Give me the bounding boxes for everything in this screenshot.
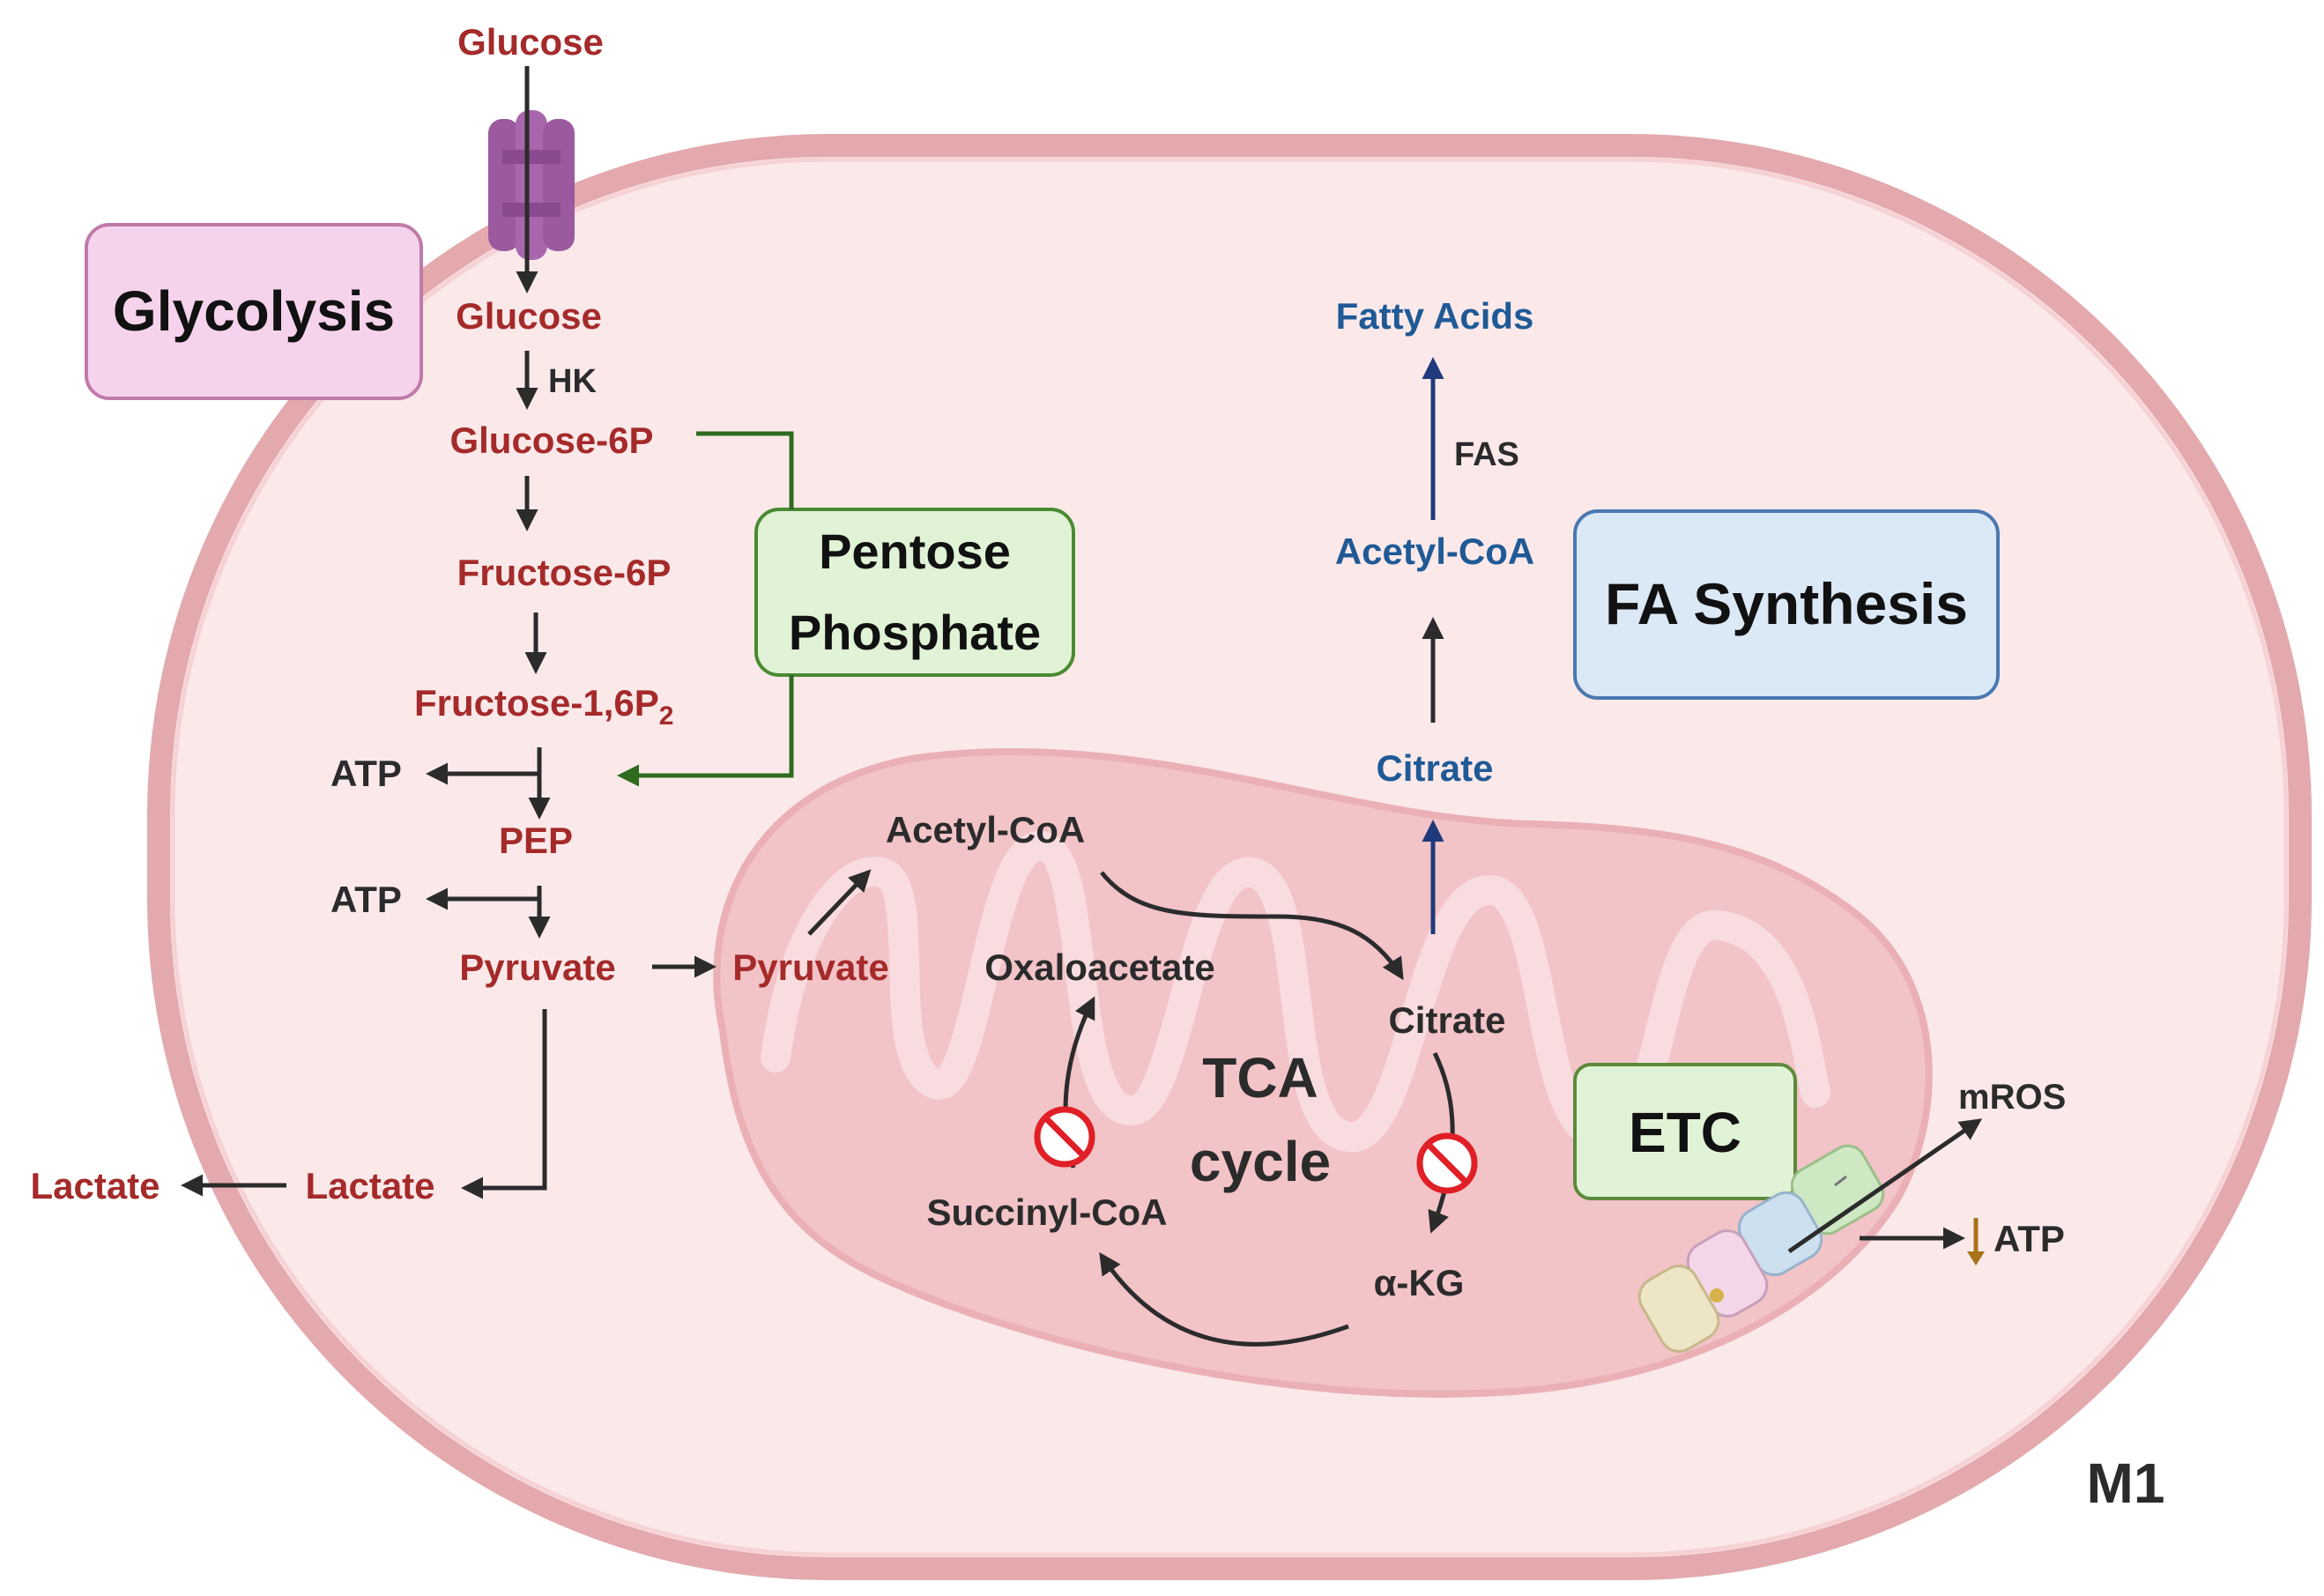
glucose-6p: Glucose-6P <box>449 419 653 461</box>
etc-complex-icon <box>1637 1144 1885 1353</box>
enzyme-hk: HK <box>548 363 597 400</box>
fructose-16p2: Fructose-1,6P2 <box>414 682 673 731</box>
glycolysis-arrows <box>181 66 717 1199</box>
enzyme-fas: FAS <box>1454 436 1519 473</box>
glycolysis-label: Glycolysis <box>113 279 395 343</box>
pentose-label-line1: Pentose <box>819 523 1011 579</box>
glucose-extracellular: Glucose <box>457 21 604 63</box>
tca-label-line2: cycle <box>1190 1130 1331 1193</box>
citrate-mito: Citrate <box>1388 999 1505 1041</box>
atp-decrease-icon <box>1967 1218 1985 1266</box>
glucose-intracellular: Glucose <box>456 295 602 337</box>
cell-membrane-inner <box>170 157 2289 1557</box>
fa-synthesis-label: FA Synthesis <box>1605 571 1968 636</box>
pentose-label-line2: Phosphate <box>789 605 1041 660</box>
inhibition-icon-akg <box>1416 1132 1478 1194</box>
atp-etc: ATP <box>1994 1218 2065 1259</box>
mros: mROS <box>1958 1078 2066 1117</box>
glycolysis-box: Glycolysis <box>85 223 423 400</box>
fa-synthesis-box: FA Synthesis <box>1573 509 2000 700</box>
acetyl-coa-cytosol: Acetyl-CoA <box>1335 531 1534 572</box>
lactate-intracellular: Lactate <box>305 1165 434 1206</box>
etc-label: ETC <box>1629 1101 1741 1164</box>
glucose-transporter-icon <box>488 110 575 260</box>
atp-1: ATP <box>330 753 402 794</box>
pep: PEP <box>499 820 573 861</box>
etc-box: ETC <box>1573 1063 1797 1200</box>
citrate-cytosol: Citrate <box>1376 747 1493 789</box>
pentose-phosphate-box: Pentose Phosphate <box>754 508 1075 677</box>
alpha-kg: α-KG <box>1374 1262 1465 1303</box>
inhibition-icon-oxaloacetate <box>1034 1106 1095 1168</box>
pentose-connector <box>617 431 794 787</box>
etc-output-arrows <box>1787 1118 1983 1254</box>
oxaloacetate: Oxaloacetate <box>984 946 1214 988</box>
tca-label-line1: TCA <box>1202 1046 1318 1110</box>
succinyl-coa: Succinyl-CoA <box>926 1191 1167 1233</box>
acetyl-coa-mito: Acetyl-CoA <box>886 809 1085 850</box>
pyruvate-mitochondrial: Pyruvate <box>732 946 888 988</box>
fructose-6p: Fructose-6P <box>457 552 672 593</box>
atp-2: ATP <box>330 879 402 920</box>
fatty-acids: Fatty Acids <box>1336 295 1534 337</box>
pyruvate-cytosol: Pyruvate <box>459 946 615 988</box>
cell-type-label: M1 <box>2087 1451 2165 1515</box>
lactate-extracellular: Lactate <box>30 1165 160 1206</box>
